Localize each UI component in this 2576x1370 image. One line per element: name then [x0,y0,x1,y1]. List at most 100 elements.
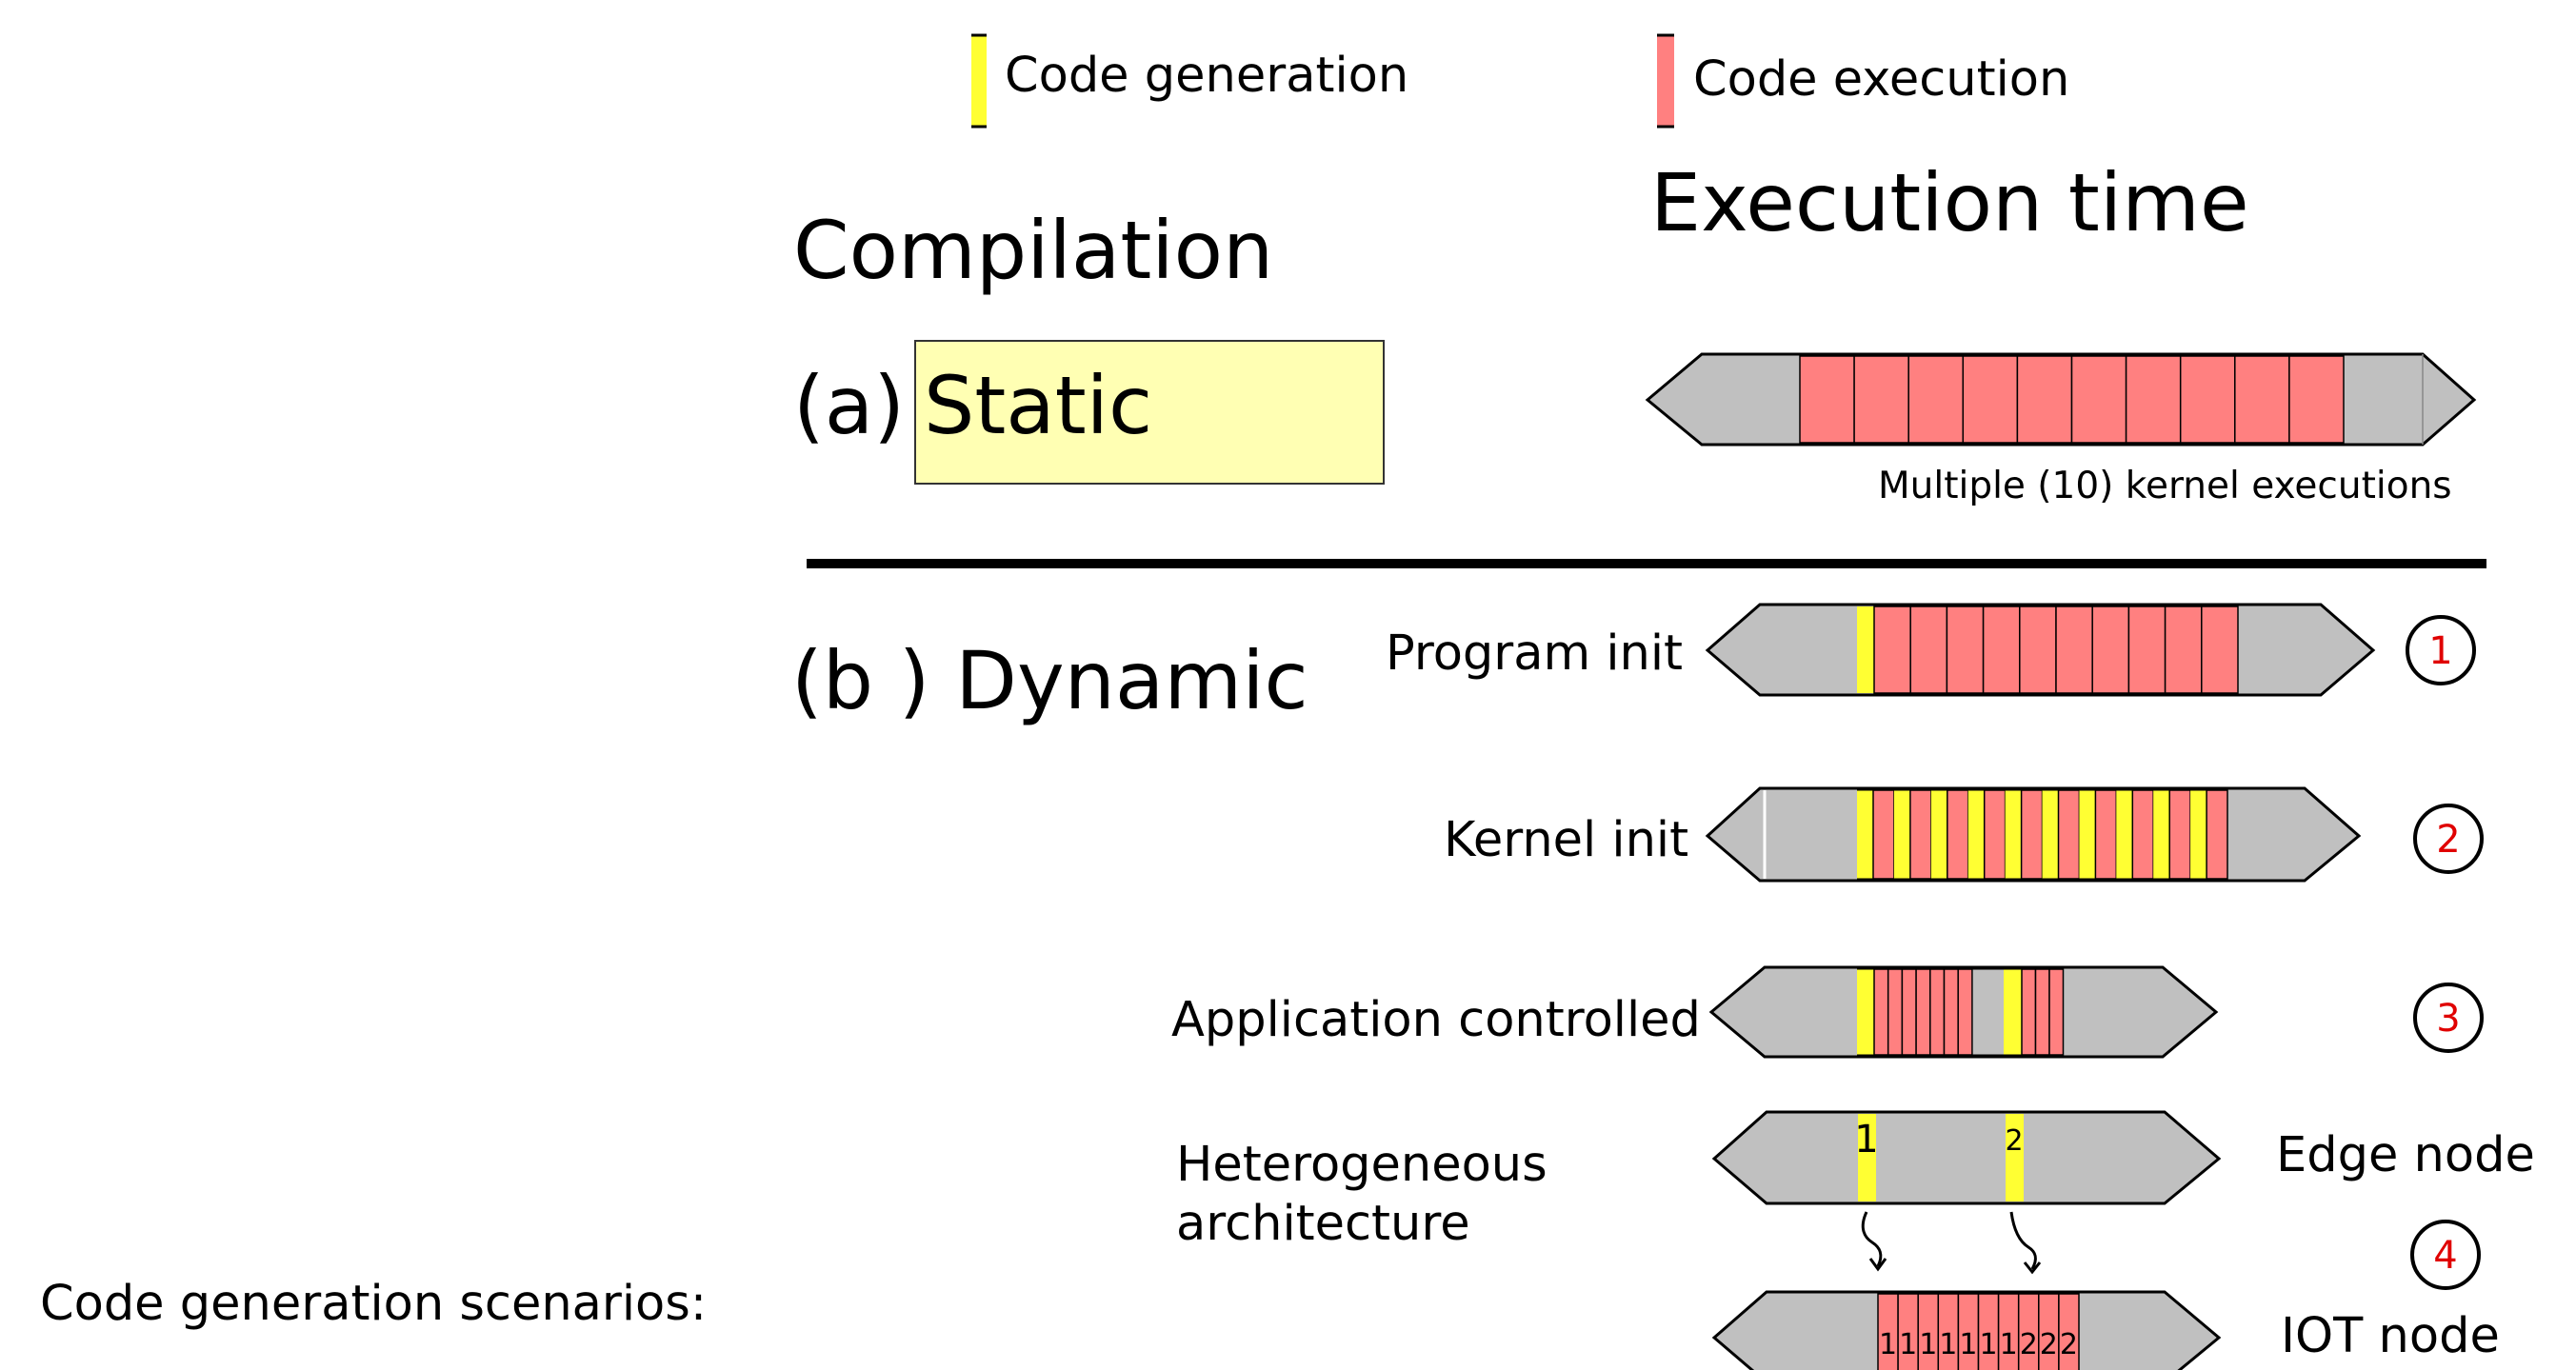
kernel-execution-cell [1962,355,2019,444]
scenario-4-label-line2: architecture [1176,1196,1470,1252]
code-execution-segment [1909,789,1932,880]
code-execution-segment [1943,968,1959,1056]
static-scenario: (a) Static Multiple (10) kernel executio… [793,340,2477,507]
scenario-1-label: Program init [1386,625,1683,682]
code-generation-segment [1857,790,1873,879]
code-execution-segment [1909,606,1948,694]
code-generation-segment [2190,790,2207,879]
code-execution-segment [2020,789,2044,880]
scenario-3-segments [1857,966,2065,1058]
iot-cell-label: 2 [2020,1328,2038,1361]
kernel-execution-cell [2234,355,2290,444]
code-execution-segment [2164,606,2203,694]
code-execution-segment [2206,789,2228,880]
code-generation-segment [1930,790,1947,879]
offload-arrow-1 [1861,1211,1883,1267]
scenario-2-badge [2413,804,2484,874]
code-execution-segment [2034,968,2050,1056]
code-generation-segment [1857,969,1874,1055]
code-generation-segment [2116,790,2133,879]
code-generation-segment [2153,790,2170,879]
scenario-4-badge [2410,1220,2481,1290]
iot-cell-label: 1 [1959,1328,1977,1361]
kernel-execution-cell [2179,355,2236,444]
static-kernel-executions [1799,353,2345,446]
legend-execution-swatch [1657,35,1674,127]
code-execution-segment [1983,789,2007,880]
edge-node-label: Edge node [2276,1127,2535,1183]
code-generation-segment [2004,969,2022,1055]
scenario-1-segments [1857,604,2239,696]
legend-generation-label: Code generation [1005,48,1408,104]
compilation-heading: Compilation [793,204,1273,297]
static-caption: Multiple (10) kernel executions [1878,465,2452,507]
scenario-3-badge [2413,983,2484,1053]
edge-marker-2 [2006,1114,2024,1201]
code-execution-segment [1887,968,1904,1056]
code-execution-segment [1872,789,1895,880]
code-execution-segment [2131,789,2154,880]
iot-cell-label: 1 [2000,1328,2018,1361]
code-execution-segment [1947,789,1969,880]
scenario-heterogeneous: Heterogeneous architecture 1 2 Edge node… [1176,1110,2535,1370]
iot-cell-label: 1 [1899,1328,1917,1361]
iot-cell-label: 1 [1879,1328,1897,1361]
code-execution-segment [2094,789,2118,880]
edge-marker-2-label: 2 [2005,1124,2023,1158]
footer-label: Code generation scenarios: [40,1276,707,1332]
scenario-program-init: Program init 1 [1386,603,2476,697]
dynamic-label: (b ) Dynamic [791,634,1308,727]
code-execution-segment [1929,968,1946,1056]
kernel-execution-cell [1799,355,1855,444]
code-generation-segment [2005,790,2022,879]
code-generation-segment [1893,790,1910,879]
code-execution-segment [1957,968,1973,1056]
code-execution-segment [1946,606,1985,694]
code-execution-segment [2057,789,2081,880]
code-execution-segment [2019,606,2057,694]
kernel-execution-cell [2125,355,2182,444]
code-execution-segment [2021,968,2037,1056]
kernel-execution-cell [2070,355,2127,444]
scenario-kernel-init: Kernel init 2 [1444,786,2484,883]
code-execution-segment [2201,606,2239,694]
code-execution-segment [2048,968,2065,1056]
edge-marker-1 [1858,1114,1876,1201]
kernel-execution-cell [1853,355,1909,444]
legend-generation-swatch [971,35,987,127]
scenario-2-segments [1857,787,2228,882]
code-generation-segment [1857,606,1874,693]
iot-cell-label: 1 [1919,1328,1937,1361]
scenario-2-badge-number: 2 [2436,818,2460,862]
code-execution-segment [2091,606,2130,694]
code-execution-segment [2055,606,2093,694]
scenario-4-label-line1: Heterogeneous [1176,1137,1548,1193]
scenario-3-label: Application controlled [1171,992,1701,1048]
code-generation-segment [1967,790,1985,879]
legend-execution-label: Code execution [1693,51,2069,108]
scenario-4-badge-number: 4 [2433,1234,2457,1278]
iot-cell-label: 2 [2040,1328,2058,1361]
legend: Code generation Code execution [971,33,2069,129]
code-generation-segment [2042,790,2059,879]
execution-time-heading: Execution time [1650,156,2249,249]
code-execution-segment [1901,968,1917,1056]
static-label: Static [924,359,1152,452]
edge-marker-1-label: 1 [1854,1118,1878,1162]
code-execution-segment [2168,789,2191,880]
iot-cell-label: 1 [1980,1328,1998,1361]
code-execution-segment [1915,968,1931,1056]
iot-cell-label: 2 [2060,1328,2078,1361]
code-execution-segment [2127,606,2167,694]
iot-cell-label: 1 [1939,1328,1957,1361]
scenario-1-badge [2406,615,2476,685]
code-execution-segment [1873,606,1911,694]
code-execution-segment [1982,606,2021,694]
code-execution-segment [1873,968,1889,1056]
iot-node-label: IOT node [2281,1308,2500,1364]
code-generation-segment [2079,790,2096,879]
static-box [914,340,1385,485]
kernel-execution-cell [1907,355,1965,444]
kernel-execution-cell [2016,355,2073,444]
